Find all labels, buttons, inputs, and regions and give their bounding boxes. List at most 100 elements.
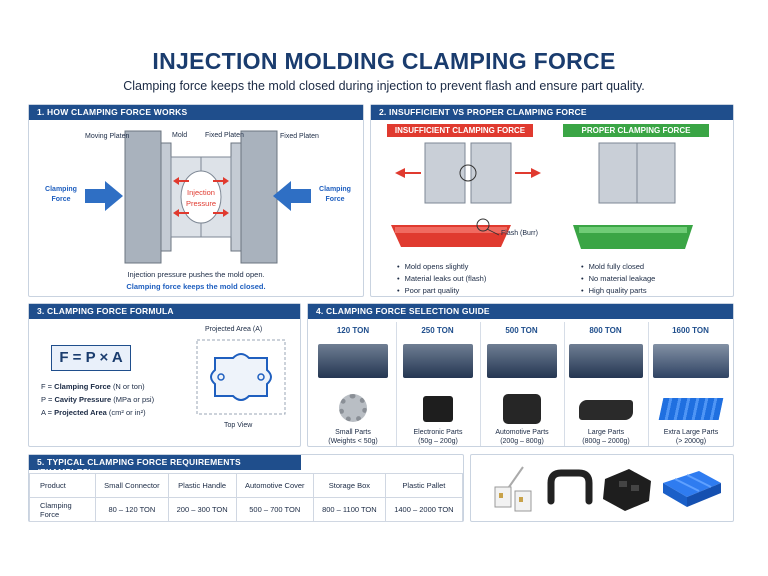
section-5-header: 5. TYPICAL CLAMPING FORCE REQUIREMENTS (… bbox=[29, 455, 301, 477]
part-range: (50g – 200g) bbox=[418, 438, 458, 445]
ton-column-1600: 1600 TON Extra Large Parts (> 2000g) bbox=[648, 322, 732, 446]
machine-icon bbox=[653, 344, 729, 378]
section-1-header: 1. HOW CLAMPING FORCE WORKS bbox=[29, 105, 363, 120]
fixed-platen-top-label: Fixed Platen bbox=[205, 132, 244, 139]
def-force: F = Clamping Force (N or ton) bbox=[41, 382, 145, 391]
caption-injection: Injection pressure pushes the mold open. bbox=[127, 270, 265, 279]
part-label: Electronic Parts bbox=[413, 429, 463, 436]
machine-icon bbox=[487, 344, 557, 378]
panel-selection-guide: 4. CLAMPING FORCE SELECTION GUIDE 120 TO… bbox=[307, 303, 734, 447]
def-symbol: F bbox=[41, 382, 46, 391]
table-row-header: Product bbox=[29, 473, 96, 498]
ton-label: 120 TON bbox=[336, 326, 370, 335]
def-unit: (N or ton) bbox=[112, 382, 145, 391]
part-range: (Weights < 50g) bbox=[328, 438, 378, 445]
proper-point: High quality parts bbox=[581, 285, 655, 297]
clamping-force-right-label: Clamping Force bbox=[319, 186, 351, 203]
formula-box: F = P × A bbox=[51, 345, 131, 371]
insufficient-points: Mold opens slightly Material leaks out (… bbox=[397, 261, 487, 297]
machine-icon bbox=[569, 344, 643, 378]
cover-image bbox=[603, 469, 651, 511]
def-name: Cavity Pressure bbox=[54, 395, 112, 404]
ton-label: 500 TON bbox=[505, 326, 538, 335]
projected-area-label: Projected Area (A) bbox=[205, 326, 263, 333]
table-row-header: Clamping Force bbox=[29, 497, 96, 522]
page-title: INJECTION MOLDING CLAMPING FORCE bbox=[152, 48, 616, 74]
def-name: Projected Area bbox=[54, 408, 107, 417]
injection-pressure-label: Injection Pressure bbox=[185, 188, 216, 208]
table-row: Clamping Force 80 – 120 TON 200 – 300 TO… bbox=[29, 497, 464, 522]
connector-image bbox=[494, 466, 532, 512]
flash-burr-label: Flash (Burr) bbox=[501, 230, 538, 237]
panel-how-clamping-works: 1. HOW CLAMPING FORCE WORKS Moving Plate… bbox=[28, 104, 364, 297]
proper-tag: PROPER CLAMPING FORCE bbox=[563, 124, 709, 137]
clamping-force-left-label: Clamping Force bbox=[45, 186, 77, 203]
table-cell: 200 – 300 TON bbox=[167, 497, 237, 522]
table-cell: Small Connector bbox=[95, 473, 169, 498]
section-3-header: 3. CLAMPING FORCE FORMULA bbox=[29, 304, 300, 319]
table-cell: 500 – 700 TON bbox=[235, 497, 314, 522]
part-label: Large Parts bbox=[587, 429, 625, 436]
ton-label: 1600 TON bbox=[672, 326, 709, 335]
electronic-part-icon bbox=[423, 396, 453, 422]
projected-area-icon bbox=[196, 339, 286, 415]
proper-mold-diagram bbox=[573, 142, 693, 249]
table-row: Product Small Connector Plastic Handle A… bbox=[29, 473, 464, 498]
automotive-part-icon bbox=[503, 394, 541, 424]
table-cell: 80 – 120 TON bbox=[95, 497, 169, 522]
def-unit: (MPa or psi) bbox=[113, 395, 155, 404]
handle-image bbox=[547, 469, 593, 505]
insufficient-point: Mold opens slightly bbox=[397, 261, 486, 273]
def-area: A = Projected Area (cm² or in²) bbox=[41, 408, 146, 417]
page-subtitle: Clamping force keeps the mold closed dur… bbox=[123, 79, 645, 93]
pallet-part-icon bbox=[658, 398, 724, 420]
def-symbol: A bbox=[41, 408, 46, 417]
ton-column-500: 500 TON Automotive Parts (200g – 800g) bbox=[480, 322, 562, 446]
part-label: Small Parts bbox=[335, 429, 371, 436]
table-cell: 1400 – 2000 TON bbox=[384, 497, 464, 522]
section-2-header: 2. INSUFFICIENT VS PROPER CLAMPING FORCE bbox=[371, 105, 733, 120]
def-name: Clamping Force bbox=[54, 382, 111, 391]
ton-column-250: 250 TON Electronic Parts (50g – 200g) bbox=[396, 322, 478, 446]
table-cell: Plastic Handle bbox=[167, 473, 237, 498]
fixed-platen-side-label: Fixed Platen bbox=[280, 133, 319, 140]
top-view-label: Top View bbox=[224, 422, 253, 429]
mold-label: Mold bbox=[172, 132, 188, 139]
def-unit: (cm² or in²) bbox=[108, 408, 146, 417]
large-part-icon bbox=[579, 400, 633, 420]
part-label: Automotive Parts bbox=[495, 429, 549, 436]
clamping-machine-diagram bbox=[85, 130, 311, 264]
part-range: (200g – 800g) bbox=[500, 438, 544, 445]
table-cell: Automotive Cover bbox=[235, 473, 314, 498]
ton-label: 250 TON bbox=[421, 326, 454, 335]
table-cell: 800 – 1100 TON bbox=[312, 497, 386, 522]
machine-icon bbox=[318, 344, 388, 378]
section-4-header: 4. CLAMPING FORCE SELECTION GUIDE bbox=[308, 304, 733, 319]
proper-points: Mold fully closed No material leakage Hi… bbox=[581, 261, 656, 297]
part-range: (> 2000g) bbox=[675, 438, 707, 445]
def-pressure: P = Cavity Pressure (MPa or psi) bbox=[41, 395, 155, 404]
insufficient-mold-diagram bbox=[391, 142, 541, 247]
product-examples-strip bbox=[470, 454, 734, 522]
pallet-image bbox=[663, 471, 721, 507]
proper-point: No material leakage bbox=[581, 273, 656, 285]
part-label: Extra Large Parts bbox=[663, 429, 719, 436]
panel-typical-requirements: 5. TYPICAL CLAMPING FORCE REQUIREMENTS (… bbox=[28, 454, 464, 522]
insufficient-point: Poor part quality bbox=[397, 285, 486, 297]
insufficient-point: Material leaks out (flash) bbox=[397, 273, 487, 285]
formula-definitions: F = Clamping Force (N or ton) P = Cavity… bbox=[41, 380, 154, 419]
table-cell: Plastic Pallet bbox=[384, 473, 464, 498]
machine-icon bbox=[403, 344, 473, 378]
panel-formula: 3. CLAMPING FORCE FORMULA F = P × A F = … bbox=[28, 303, 301, 447]
part-range: (800g – 2000g) bbox=[582, 438, 630, 445]
ton-column-120: 120 TON Small Parts (Weights < 50g) bbox=[312, 322, 394, 446]
moving-platen-label: Moving Platen bbox=[85, 133, 130, 140]
gear-part-icon bbox=[339, 394, 367, 422]
ton-column-800: 800 TON Large Parts (800g – 2000g) bbox=[564, 322, 646, 446]
ton-label: 800 TON bbox=[589, 326, 622, 335]
requirements-table: Product Small Connector Plastic Handle A… bbox=[29, 473, 464, 522]
table-cell: Storage Box bbox=[312, 473, 386, 498]
insufficient-tag: INSUFFICIENT CLAMPING FORCE bbox=[387, 124, 533, 137]
panel-insufficient-vs-proper: 2. INSUFFICIENT VS PROPER CLAMPING FORCE… bbox=[370, 104, 734, 297]
def-symbol: P bbox=[41, 395, 46, 404]
